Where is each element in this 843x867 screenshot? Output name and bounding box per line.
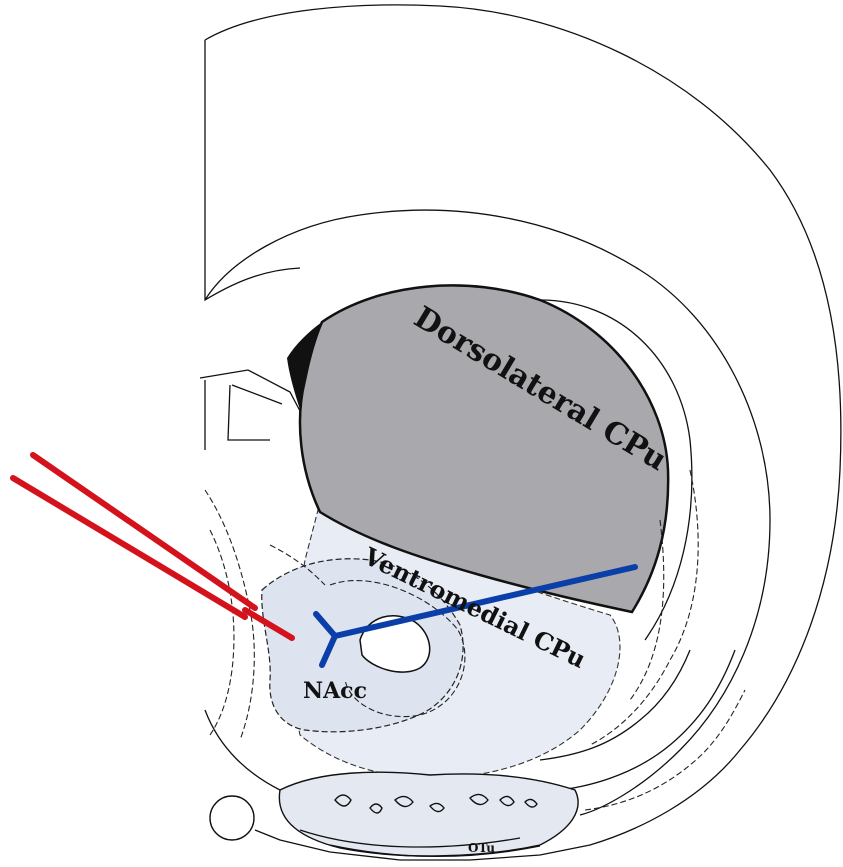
medial-dashed-boundary-2 xyxy=(210,530,234,735)
olfactory-bulb-stub xyxy=(210,796,254,840)
olfactory-tubercle-region xyxy=(279,772,578,856)
label-nacc: NAcc xyxy=(303,678,367,704)
electrode-shaft-upper xyxy=(33,455,255,608)
label-ot: OTu xyxy=(468,841,495,855)
ventral-outline-4 xyxy=(585,690,745,810)
